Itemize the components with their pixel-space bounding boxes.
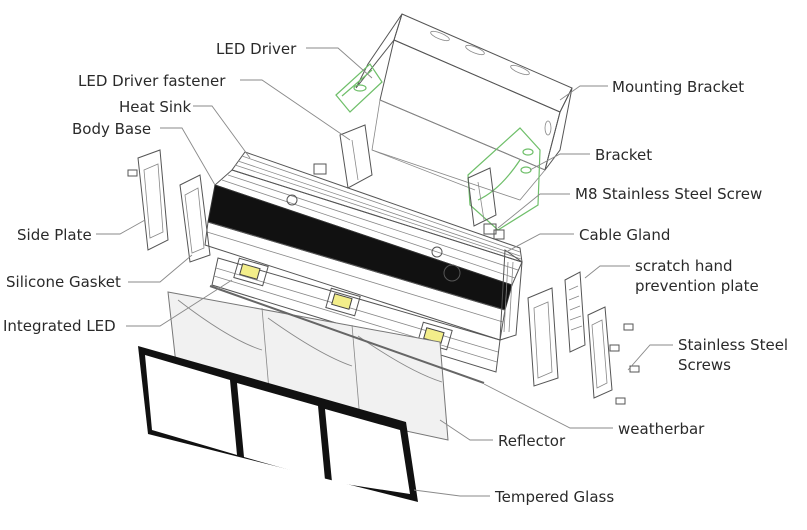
label-scratch-hand-line1: scratch hand: [635, 257, 733, 275]
label-stainless-steel-screws-line1: Stainless Steel: [678, 336, 788, 354]
label-led-driver: LED Driver: [216, 40, 297, 58]
label-m8-stainless-steel-screw: M8 Stainless Steel Screw: [575, 185, 762, 203]
tempered-glass: [138, 346, 418, 502]
callout-labels: LED Driver LED Driver fastener Heat Sink…: [3, 40, 788, 506]
label-integrated-led: Integrated LED: [3, 317, 116, 335]
m8-stainless-steel-screw: [313, 163, 505, 240]
cable-gland-part: [443, 264, 461, 282]
led-chip: [325, 287, 361, 317]
label-body-base: Body Base: [72, 120, 151, 138]
bracket-left: [335, 63, 383, 113]
bracket-right: [467, 127, 541, 231]
silicone-gasket-right: [587, 306, 613, 399]
label-bracket: Bracket: [595, 146, 652, 164]
stainless-steel-screws: [609, 323, 640, 405]
leader-lines: [96, 47, 673, 497]
label-tempered-glass: Tempered Glass: [494, 488, 614, 506]
label-cable-gland: Cable Gland: [579, 226, 670, 244]
label-weatherbar: weatherbar: [618, 420, 705, 438]
heat-sink: [204, 151, 523, 341]
mounting-bracket: [355, 13, 573, 201]
silicone-gasket-left: [179, 174, 211, 263]
label-side-plate: Side Plate: [17, 226, 92, 244]
integrated-led-board: [211, 257, 501, 373]
label-scratch-hand-line2: prevention plate: [635, 277, 759, 295]
weatherbar: [209, 285, 485, 384]
side-plate-left: [127, 149, 169, 251]
scratch-hand-prevention-plate: [564, 271, 586, 353]
led-driver-fastener: [339, 124, 497, 227]
label-mounting-bracket: Mounting Bracket: [612, 78, 744, 96]
led-chip: [233, 257, 269, 287]
label-heat-sink: Heat Sink: [119, 98, 192, 116]
label-led-driver-fastener: LED Driver fastener: [78, 72, 226, 90]
label-stainless-steel-screws-line2: Screws: [678, 356, 731, 374]
label-silicone-gasket: Silicone Gasket: [6, 273, 121, 291]
label-reflector: Reflector: [498, 432, 566, 450]
side-plate-right: [527, 287, 559, 387]
